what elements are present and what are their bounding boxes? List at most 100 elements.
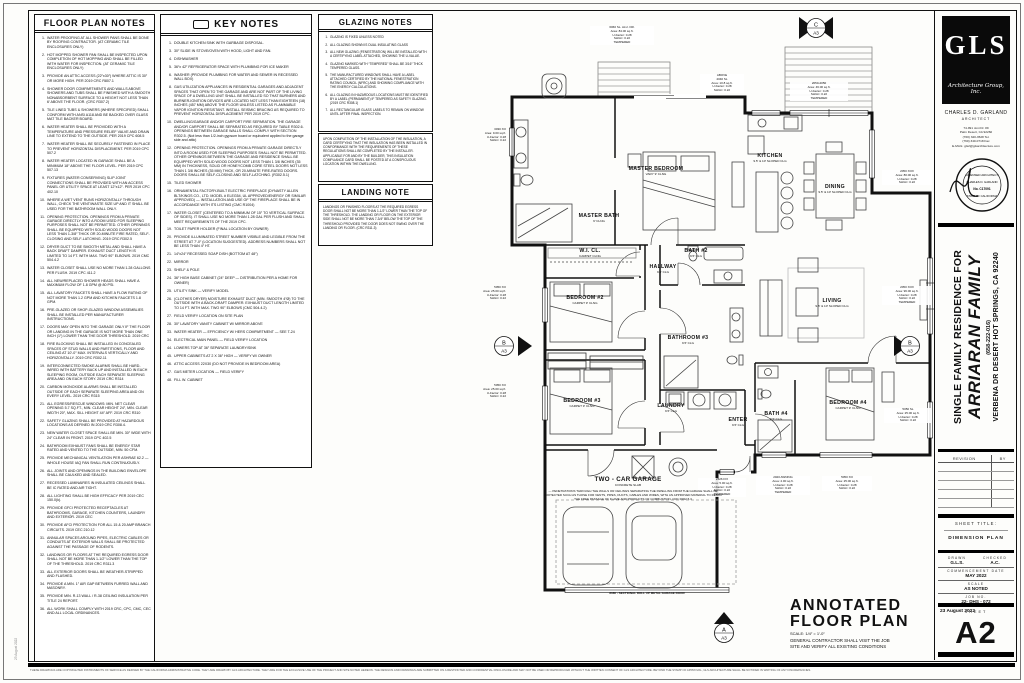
note-item: 7. WATER HEATER SHALL BE SECURELY FASTEN…	[37, 142, 151, 155]
note-number: 22.	[167, 260, 172, 265]
firm-address: 74-991 Joni Dr. #9 Palm Desert, CA 92260…	[952, 126, 1000, 148]
note-text: WHERE A WET VENT RUNS HORIZONTALLY THROU…	[47, 197, 150, 211]
project-address: VERBENA DR DESERT HOT SPRINGS, CA 92240	[993, 252, 1000, 422]
note-item: 6. WASHER (PROVIDE PLUMBING FOR WATER AN…	[163, 73, 308, 82]
architect-title: ARCHITECT	[961, 117, 991, 121]
note-text: OPENING PROTECTION. OPENINGS FROM A PRIV…	[174, 146, 308, 178]
note-item: 36. ALL WORK SHALL COMPLY WITH 2019 CRC,…	[37, 607, 151, 616]
divider	[944, 530, 1008, 531]
note-number: 23.	[167, 268, 172, 273]
furniture	[513, 73, 928, 589]
note-number: 47.	[167, 369, 172, 374]
note-number: 4.	[42, 86, 45, 91]
note-number: 1.	[325, 35, 328, 39]
note-item: 28. ALL LIGHTING SHALL BE HIGH EFFICACY …	[37, 494, 151, 503]
note-number: 5.	[42, 108, 45, 113]
svg-text:A3: A3	[721, 636, 727, 641]
insulation-note-text: UPON COMPLETION OF THE INSTALLATION OF T…	[323, 137, 428, 166]
note-item: 14. ALL NEW/REPLACED SHOWER HEADS SHALL …	[37, 279, 151, 288]
divider	[35, 32, 154, 33]
note-text: ALL EXTERIOR DOORS SHALL BE WEATHER-STRI…	[47, 569, 143, 579]
note-text: WATER PROOFING AT ALL SHOWER PANS SHALL …	[47, 36, 149, 49]
note-number: 17.	[40, 325, 45, 330]
note-text: PRE-GLAZED OR SHOP-GLAZED WINDOW ASSEMBL…	[47, 308, 144, 322]
svg-text:A3: A3	[813, 31, 819, 36]
note-text: WATER HEATER LOCATED IN GARAGE SHALL BE …	[47, 159, 144, 173]
note-text: ALL GLAZING IN HAZARDOUS LOCATIONS MUST …	[330, 92, 429, 105]
note-number: 8.	[169, 85, 172, 90]
note-number: 16.	[167, 189, 172, 194]
note-text: 14″x24″ RECESSED SOAP DISH (BOTTOM AT 48…	[174, 252, 258, 257]
window-label-5050-bed4: 5050 XO Area: 25.00 sq.ft. U-Factor: 0.2…	[822, 475, 872, 491]
svg-text:LICENSED ARCHITECT: LICENSED ARCHITECT	[966, 173, 999, 177]
note-item: 34. ELECTRICAL MAIN PANEL — FIELD VERIFY…	[163, 338, 308, 342]
plot-stamp: 23 August 2022	[14, 637, 18, 660]
note-text: WATER HEATER — EFFICIENCY W/ HERS COMPAR…	[174, 329, 295, 334]
note-item: 1. WATER PROOFING AT ALL SHOWER PANS SHA…	[37, 36, 151, 49]
note-item: 21. ALL EGRESS/RESCUE WINDOWS: MIN. NET …	[37, 402, 151, 415]
titleblock-bar	[938, 449, 1014, 452]
architect-name-block: CHARLES D. GARLAND ARCHITECT	[936, 110, 1016, 121]
note-text: PROVIDE MECHANICAL VENTILATION PER ASHRA…	[47, 456, 149, 465]
sheet-main-border	[28, 10, 1017, 662]
note-item: 47. GAS METER LOCATION — FIELD VERIFY	[163, 370, 308, 374]
note-number: 18.	[40, 342, 45, 347]
note-item: 4. DISHWASHER	[163, 57, 308, 61]
note-text: NEW WATER CLOSET SPACE SHALL BE MIN. 30″…	[47, 431, 151, 440]
note-text: UTILITY SINK — VERIFY MODEL	[174, 288, 229, 293]
note-item: 15. ALL LAVATORY FAUCETS SHALL HAVE A FL…	[37, 291, 151, 304]
note-item: 29. PROVIDE GFCI PROTECTED RECEPTACLES A…	[37, 506, 151, 519]
note-number: 24.	[40, 443, 45, 448]
note-item: 34. PROVIDE A MIN. 1″ AIR GAP BETWEEN FU…	[37, 582, 151, 591]
note-item: 6. WATER HEATER SHALL BE PROVIDED WITH A…	[37, 125, 151, 138]
note-text: UPPER CABINETS AT 2 X 36″ HIGH — VERIFY …	[174, 353, 272, 358]
note-number: 26.	[167, 296, 172, 301]
note-item: 22. SAFETY GLAZING SHALL BE PROVIDED AT …	[37, 419, 151, 428]
note-item: 46. ATTIC ACCESS 22X30 (DO NOT PROVIDE I…	[163, 362, 308, 366]
note-number: 21.	[167, 252, 172, 257]
revision-row	[938, 463, 1014, 472]
note-item: 19. INTERCONNECTED SMOKE ALARMS SHALL BE…	[37, 364, 151, 382]
glazing-notes-list: 1. GLAZING IS FIXED UNLESS NOTED 2. ALL …	[319, 35, 432, 116]
window-label-5050-bed2: 5050 XO Area: 25.00 sq.ft. U-Factor: 0.2…	[483, 285, 506, 301]
commencement-label: COMMENCEMENT DATE	[947, 569, 1005, 573]
key-notes-list: 1. DOUBLE KITCHEN SINK WITH GARBAGE DISP…	[161, 39, 311, 382]
floor-plan-notes-title: FLOOR PLAN NOTES	[43, 18, 146, 28]
note-number: 23.	[40, 431, 45, 436]
note-item: 10. WHERE A WET VENT RUNS HORIZONTALLY T…	[37, 198, 151, 211]
revision-header: REVISION BY	[938, 455, 1014, 463]
note-item: 1. DOUBLE KITCHEN SINK WITH GARBAGE DISP…	[163, 41, 308, 45]
note-item: 24. 36″ HIGH BASE CABINET (24″ DEEP — DI…	[163, 276, 308, 285]
note-item: 4. SHOWER DOOR COMPARTMENTS AND WALLS AB…	[37, 87, 151, 105]
note-number: 6.	[42, 125, 45, 130]
note-text: DOUBLE KITCHEN SINK WITH GARBAGE DISPOSA…	[174, 41, 264, 45]
note-text: ALL GLAZING SHOWN IS DUAL INSULATING GLA…	[330, 42, 408, 47]
landing-note-title: LANDING NOTE	[341, 188, 410, 197]
note-text: PROVIDE ILLUMINATED STREET NUMBER VISIBL…	[174, 235, 306, 249]
section-markers: C A3 B A3 B A3	[494, 17, 920, 643]
note-number: 6.	[325, 92, 328, 97]
note-item: 3. PROVIDE AN ATTIC ACCESS (22″x30″) WHE…	[37, 74, 151, 83]
note-item: 8. WATER HEATER LOCATED IN GARAGE SHALL …	[37, 159, 151, 172]
note-text: ALL JOINTS AND OPENINGS IN THE BUILDING …	[47, 468, 147, 478]
section-marker-a-bottom: A A3	[714, 612, 734, 643]
note-text: CARBON MONOXIDE ALARMS SHALL BE INSTALLE…	[47, 385, 144, 398]
note-text: ALL EGRESS/RESCUE WINDOWS: MIN. NET CLEA…	[47, 401, 148, 415]
info-table: DRAWN G.L.S. CHECKED A.C. COMMENCEMENT D…	[938, 555, 1014, 614]
note-item: 44. LOWERS TOP AT 36″ SEPARATE LAUNDRY/S…	[163, 346, 308, 350]
note-text: DWELLING/GARAGE AND/OR CARPORT FIRE SEPA…	[174, 120, 304, 143]
note-number: 4.	[325, 61, 328, 66]
note-item: 9. FIXTURES (WATER CONSERVING) SLIP JOIN…	[37, 176, 151, 194]
insulation-note-box: UPON COMPLETION OF THE INSTALLATION OF T…	[318, 133, 433, 182]
note-item: 35. PROVIDE MIN. R-13 WALL / R-38 CEILIN…	[37, 594, 151, 603]
note-text: GAS UTILIZATION APPLIANCES IN RESIDENTIA…	[174, 85, 306, 117]
note-text: TILE LINED TUBS & SHOWERS (WHERE SPECIFI…	[47, 108, 149, 122]
note-item: 33. ALL EXTERIOR DOORS SHALL BE WEATHER-…	[37, 570, 151, 579]
job-number-label: JOB NO.	[965, 595, 987, 599]
note-number: 26.	[40, 468, 45, 473]
note-item: 27. FIELD VERIFY LOCATION ON SITE PLAN	[163, 314, 308, 318]
titleblock-bar	[938, 603, 1014, 607]
note-number: 2.	[325, 42, 328, 47]
note-text: INTERCONNECTED SMOKE ALARMS SHALL BE HAR…	[47, 363, 148, 382]
note-item: 22. MIRROR	[163, 260, 308, 264]
